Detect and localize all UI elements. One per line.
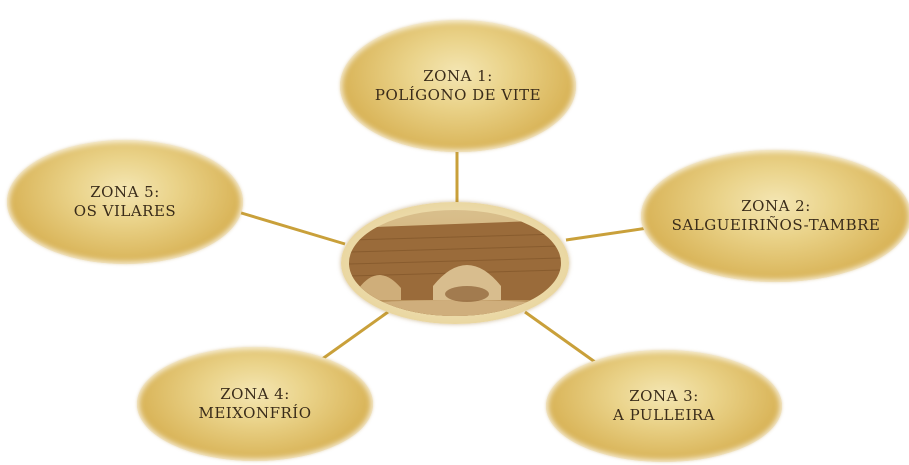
zone-2-node: ZONA 2: SALGUEIRIÑOS-TAMBRE bbox=[641, 150, 909, 282]
center-hub bbox=[341, 202, 569, 324]
zone-3-number: ZONA 3: bbox=[629, 387, 699, 405]
connector-zone5 bbox=[237, 210, 346, 246]
connector-zone4 bbox=[317, 310, 389, 364]
zone-4-number: ZONA 4: bbox=[220, 385, 290, 403]
zone-5-number: ZONA 5: bbox=[90, 183, 160, 201]
zone-4-node: ZONA 4: MEIXONFRÍO bbox=[137, 347, 373, 461]
zone-2-number: ZONA 2: bbox=[741, 197, 811, 215]
zone-3-name: A PULLEIRA bbox=[613, 406, 715, 424]
zone-1-node: ZONA 1: POLÍGONO DE VITE bbox=[340, 20, 576, 152]
zone-5-name: OS VILARES bbox=[73, 202, 177, 220]
zone-3-node: ZONA 3: A PULLEIRA bbox=[546, 350, 782, 462]
zone-4-name: MEIXONFRÍO bbox=[198, 404, 312, 422]
zone-2-name: SALGUEIRIÑOS-TAMBRE bbox=[671, 216, 881, 234]
zone-1-name: POLÍGONO DE VITE bbox=[374, 86, 542, 104]
zone-5-node: ZONA 5: OS VILARES bbox=[7, 140, 243, 264]
connector-zone3 bbox=[524, 310, 596, 364]
zone-1-number: ZONA 1: bbox=[423, 67, 493, 85]
bridge-photo-icon bbox=[349, 210, 561, 316]
